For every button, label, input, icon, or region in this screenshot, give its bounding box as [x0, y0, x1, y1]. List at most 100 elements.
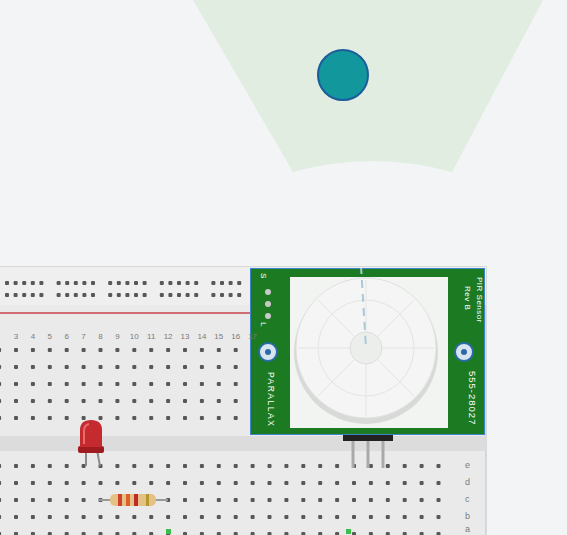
board-revision: Rev B [463, 286, 471, 310]
hole [335, 498, 339, 502]
hole [352, 532, 356, 535]
hole [14, 464, 18, 468]
hole [99, 416, 103, 420]
column-number: 14 [197, 333, 206, 341]
hole [166, 416, 170, 420]
dome-segment [317, 299, 354, 336]
column-number: 6 [64, 333, 68, 341]
hole [183, 515, 187, 519]
hole [65, 498, 69, 502]
hole [99, 348, 103, 352]
hole [14, 382, 18, 386]
hole [335, 464, 339, 468]
hole [57, 293, 61, 297]
hole [318, 532, 322, 535]
hole [82, 416, 86, 420]
mounting-hole [455, 343, 473, 361]
hole [200, 365, 204, 369]
hole [437, 498, 441, 502]
dome-segment [365, 280, 366, 332]
hole [0, 481, 1, 485]
hole [48, 481, 52, 485]
hole [31, 416, 35, 420]
hole [284, 532, 288, 535]
hole [132, 365, 136, 369]
hole [186, 293, 190, 297]
hole [217, 515, 221, 519]
hole [74, 293, 78, 297]
hole [352, 515, 356, 519]
hole [82, 365, 86, 369]
hole [65, 382, 69, 386]
board-art [250, 268, 485, 435]
hole [183, 481, 187, 485]
hole [5, 293, 9, 297]
hole [65, 515, 69, 519]
hole [229, 293, 233, 297]
hole-marker [166, 529, 171, 534]
hole [125, 293, 129, 297]
hole [318, 464, 322, 468]
hole [234, 365, 238, 369]
hole [0, 399, 1, 403]
hole [132, 481, 136, 485]
hole [420, 532, 424, 535]
hole [132, 515, 136, 519]
hole [166, 399, 170, 403]
hole [149, 515, 153, 519]
hole [117, 293, 121, 297]
hole [65, 416, 69, 420]
hole [166, 515, 170, 519]
hole [301, 498, 305, 502]
hole [149, 365, 153, 369]
hole [14, 348, 18, 352]
hole [200, 481, 204, 485]
column-number: 8 [98, 333, 102, 341]
pin-pad [265, 301, 271, 307]
hole [115, 416, 119, 420]
hole [0, 348, 1, 352]
hole [369, 515, 373, 519]
column-number: 15 [214, 333, 223, 341]
hole [386, 532, 390, 535]
hole [108, 281, 112, 285]
hole [168, 293, 172, 297]
hole [403, 515, 407, 519]
dome-segment [298, 347, 350, 348]
hole [200, 464, 204, 468]
hole [82, 382, 86, 386]
hole [14, 515, 18, 519]
hole [48, 382, 52, 386]
hole [48, 464, 52, 468]
hole [65, 481, 69, 485]
hole [234, 532, 238, 535]
hole [149, 532, 153, 535]
hole [115, 382, 119, 386]
hole [82, 515, 86, 519]
hole [48, 365, 52, 369]
hole [217, 532, 221, 535]
hole [194, 293, 198, 297]
hole [39, 293, 43, 297]
hole [251, 498, 255, 502]
hole [99, 382, 103, 386]
hole [82, 399, 86, 403]
hole [132, 348, 136, 352]
hole [168, 281, 172, 285]
column-number: 9 [115, 333, 119, 341]
hole [237, 281, 241, 285]
hole [48, 498, 52, 502]
hole [352, 498, 356, 502]
hole [99, 515, 103, 519]
hole [211, 281, 215, 285]
hole [48, 532, 52, 535]
hole [48, 348, 52, 352]
part-number: 555-28027 [468, 371, 478, 425]
hole [234, 348, 238, 352]
hole [437, 532, 441, 535]
hole [149, 481, 153, 485]
board-title: PIR Sensor [475, 277, 483, 323]
hole [403, 532, 407, 535]
pir-sensor-board: PIR SensorRev BPARALLAX555-28027SL [250, 268, 485, 435]
hole [0, 416, 1, 420]
